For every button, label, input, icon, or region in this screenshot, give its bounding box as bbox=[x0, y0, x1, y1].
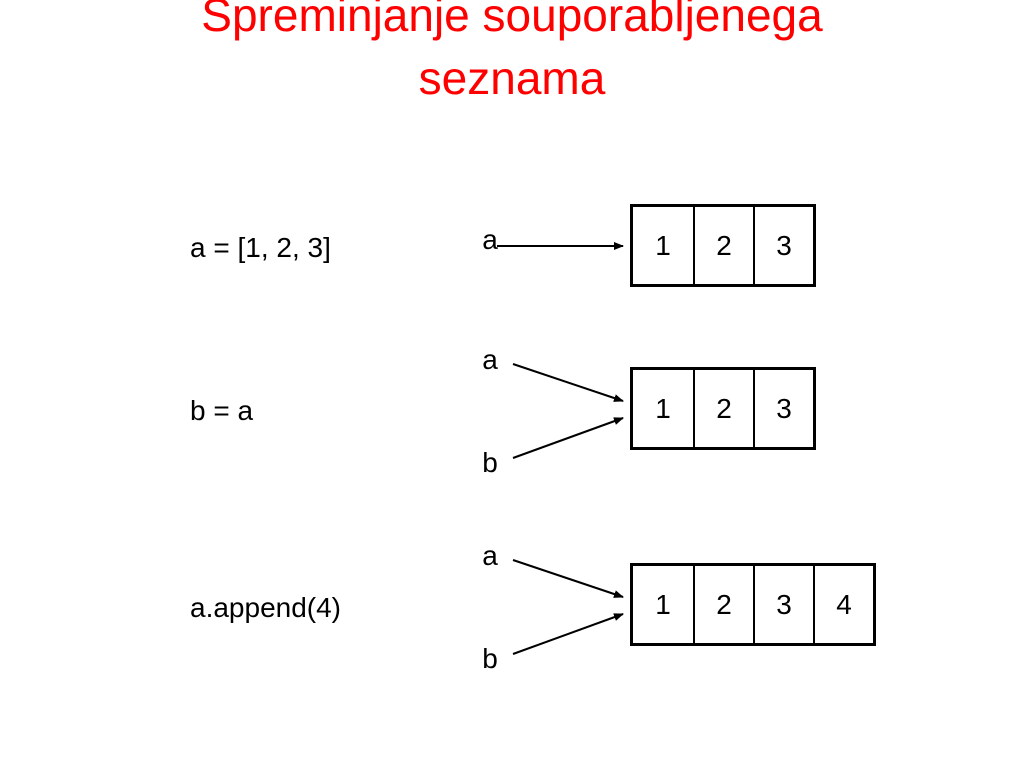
list-object: 1 2 3 bbox=[630, 204, 816, 287]
list-cell: 1 bbox=[655, 588, 671, 620]
arrow-a-to-list bbox=[512, 363, 624, 402]
variable-label-b: b bbox=[482, 447, 498, 478]
list-cell: 4 bbox=[813, 566, 873, 643]
list-cell: 2 bbox=[693, 370, 753, 447]
list-cell: 1 bbox=[655, 392, 671, 424]
list-cell: 3 bbox=[753, 207, 813, 284]
list-cell: 3 bbox=[753, 566, 813, 643]
list-cell: 2 bbox=[693, 566, 753, 643]
variable-label-a: a bbox=[482, 540, 498, 571]
list-cell: 2 bbox=[693, 207, 753, 284]
variable-label-b: b bbox=[482, 643, 498, 674]
list-cell: 3 bbox=[753, 370, 813, 447]
code-line-alias: b = a bbox=[190, 395, 254, 426]
slide-title-line-1: Spreminjanje souporabljenega bbox=[201, 0, 823, 41]
arrow-a-to-list bbox=[512, 559, 624, 598]
code-line-assign-list: a = [1, 2, 3] bbox=[190, 232, 331, 263]
arrow-b-to-list bbox=[512, 417, 624, 459]
list-object: 1 2 3 bbox=[630, 367, 816, 450]
code-line-append: a.append(4) bbox=[190, 592, 342, 623]
list-cell: 1 bbox=[655, 229, 671, 261]
arrow-b-to-list bbox=[512, 613, 624, 655]
slide-title-line-2: seznama bbox=[418, 52, 606, 104]
variable-label-a: a bbox=[482, 224, 498, 255]
list-object: 1 2 3 4 bbox=[630, 563, 876, 646]
variable-label-a: a bbox=[482, 344, 498, 375]
